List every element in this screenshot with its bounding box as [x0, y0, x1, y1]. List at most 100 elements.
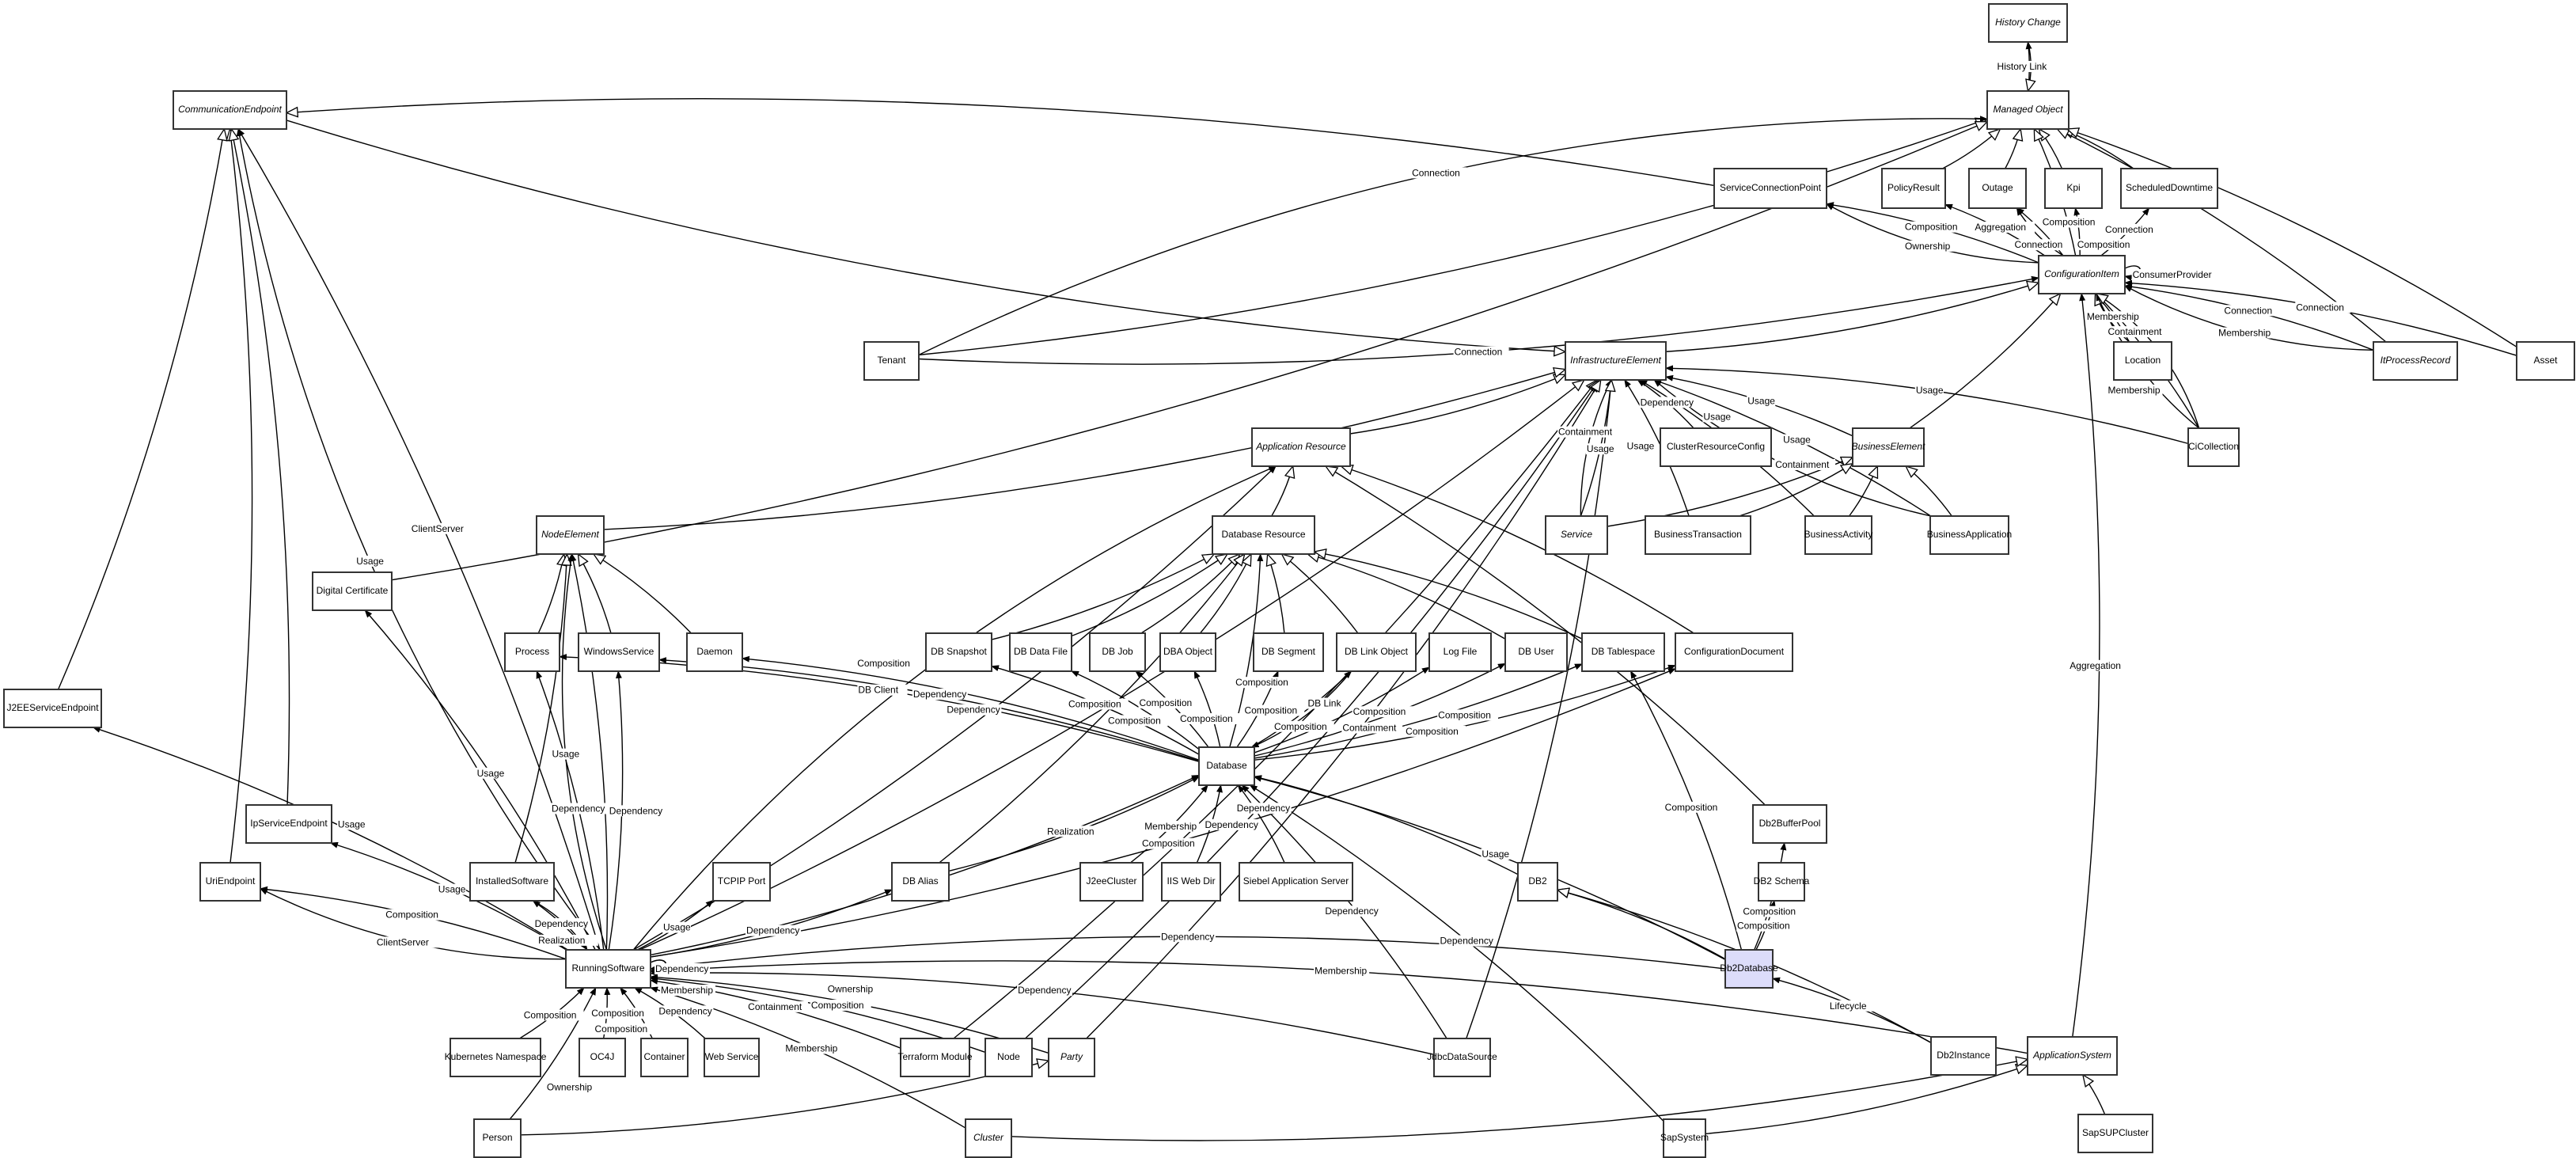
class-box[interactable] [1545, 515, 1608, 555]
class-node-installed-software[interactable]: InstalledSoftware [469, 862, 555, 902]
class-box[interactable] [1988, 3, 2068, 43]
class-node-db2-schema[interactable]: DB2 Schema [1754, 862, 1810, 902]
class-box[interactable] [891, 862, 950, 902]
class-box[interactable] [925, 632, 992, 672]
class-box[interactable] [199, 862, 261, 902]
class-box[interactable] [1929, 515, 2009, 555]
class-box[interactable] [1752, 804, 1827, 844]
class-node-business-transaction[interactable]: BusinessTransaction [1645, 515, 1751, 555]
class-box[interactable] [312, 571, 393, 611]
class-box[interactable] [2044, 168, 2103, 209]
class-node-outage[interactable]: Outage [1968, 168, 2027, 209]
class-box[interactable] [1198, 746, 1255, 786]
class-node-node[interactable]: Node [984, 1038, 1033, 1077]
class-node-kubernetes-namespace[interactable]: Kubernetes Namespace [445, 1038, 547, 1077]
class-box[interactable] [504, 632, 560, 672]
class-node-cluster[interactable]: Cluster [965, 1118, 1012, 1158]
class-box[interactable] [1565, 341, 1667, 381]
class-box[interactable] [1159, 632, 1216, 672]
class-box[interactable] [1251, 427, 1351, 467]
class-box[interactable] [965, 1118, 1012, 1158]
class-node-dbsnapshot[interactable]: DB Snapshot [925, 632, 992, 672]
class-box[interactable] [863, 341, 920, 381]
class-node-ip-service-endpoint[interactable]: IpServiceEndpoint [245, 804, 332, 844]
class-box[interactable] [2187, 427, 2240, 467]
class-node-sap-system[interactable]: SapSystem [1660, 1118, 1709, 1158]
class-box[interactable] [1724, 949, 1774, 989]
class-box[interactable] [3, 689, 102, 728]
class-node-db2[interactable]: DB2 [1517, 862, 1558, 902]
class-node-log-file[interactable]: Log File [1428, 632, 1492, 672]
class-node-digital-certificate[interactable]: Digital Certificate [312, 571, 393, 611]
class-box[interactable] [704, 1038, 760, 1077]
class-box[interactable] [1645, 515, 1751, 555]
class-box[interactable] [1581, 632, 1665, 672]
class-node-service[interactable]: Service [1545, 515, 1608, 555]
class-node-history-change[interactable]: History Change [1988, 3, 2068, 43]
class-node-application-resource[interactable]: Application Resource [1251, 427, 1351, 467]
class-node-infrastructure-element[interactable]: InfrastructureElement [1565, 341, 1667, 381]
class-node-dbjob[interactable]: DB Job [1089, 632, 1146, 672]
class-node-jdbc-data-source[interactable]: JdbcDataSource [1427, 1038, 1497, 1077]
class-node-tcpipport[interactable]: TCPIP Port [712, 862, 771, 902]
class-node-process[interactable]: Process [504, 632, 560, 672]
class-box[interactable] [473, 1118, 522, 1158]
class-box[interactable] [1663, 1118, 1706, 1158]
class-node-db2-instance[interactable]: Db2Instance [1930, 1036, 1997, 1076]
class-node-dbalias[interactable]: DB Alias [891, 862, 950, 902]
class-node-location[interactable]: Location [2113, 341, 2172, 381]
class-node-application-system[interactable]: ApplicationSystem [2027, 1036, 2118, 1076]
class-node-business-application[interactable]: BusinessApplication [1927, 515, 2012, 555]
class-box[interactable] [2120, 168, 2218, 209]
class-box[interactable] [578, 632, 660, 672]
class-box[interactable] [1852, 427, 1925, 467]
class-node-uri-endpoint[interactable]: UriEndpoint [199, 862, 261, 902]
class-box[interactable] [536, 515, 605, 555]
class-node-daemon[interactable]: Daemon [686, 632, 743, 672]
class-box[interactable] [2113, 341, 2172, 381]
class-node-j2ee-cluster[interactable]: J2eeCluster [1079, 862, 1144, 902]
class-box[interactable] [1336, 632, 1417, 672]
class-box[interactable] [1089, 632, 1146, 672]
class-box[interactable] [1968, 168, 2027, 209]
class-box[interactable] [1212, 515, 1315, 555]
class-box[interactable] [2373, 341, 2458, 381]
class-box[interactable] [1758, 862, 1805, 902]
class-box[interactable] [1433, 1038, 1491, 1077]
class-node-sap-supcluster[interactable]: SapSUPCluster [2077, 1114, 2153, 1153]
class-node-dblink-object[interactable]: DB Link Object [1336, 632, 1417, 672]
class-node-dbtablespace[interactable]: DB Tablespace [1581, 632, 1665, 672]
class-box[interactable] [1986, 90, 2070, 130]
class-node-managed-object[interactable]: Managed Object [1986, 90, 2070, 130]
class-node-configuration-document[interactable]: ConfigurationDocument [1675, 632, 1793, 672]
class-node-service-connection-point[interactable]: ServiceConnectionPoint [1713, 168, 1827, 209]
class-box[interactable] [1239, 862, 1353, 902]
class-node-windows-service[interactable]: WindowsService [578, 632, 660, 672]
class-node-oc4-j[interactable]: OC4J [579, 1038, 626, 1077]
class-box[interactable] [579, 1038, 626, 1077]
class-node-web-service[interactable]: Web Service [704, 1038, 760, 1077]
class-box[interactable] [1048, 1038, 1095, 1077]
class-node-dbsegment[interactable]: DB Segment [1253, 632, 1324, 672]
class-node-tenant[interactable]: Tenant [863, 341, 920, 381]
class-box[interactable] [1517, 862, 1558, 902]
class-box[interactable] [565, 949, 651, 989]
class-node-party[interactable]: Party [1048, 1038, 1095, 1077]
class-node-scheduled-downtime[interactable]: ScheduledDowntime [2120, 168, 2218, 209]
class-node-terraform-module[interactable]: Terraform Module [897, 1038, 973, 1077]
class-box[interactable] [2027, 1036, 2118, 1076]
class-box[interactable] [1713, 168, 1827, 209]
class-box[interactable] [712, 862, 771, 902]
class-box[interactable] [984, 1038, 1033, 1077]
class-box[interactable] [2516, 341, 2575, 381]
class-node-communication-endpoint[interactable]: CommunicationEndpoint [173, 90, 287, 130]
class-node-database-resource[interactable]: Database Resource [1212, 515, 1315, 555]
class-node-configuration-item[interactable]: ConfigurationItem [2038, 255, 2126, 294]
class-box[interactable] [2077, 1114, 2153, 1153]
class-box[interactable] [1660, 427, 1772, 467]
class-node-dbuser[interactable]: DB User [1504, 632, 1568, 672]
class-node-dbaobject[interactable]: DBA Object [1159, 632, 1216, 672]
class-node-dbdata-file[interactable]: DB Data File [1009, 632, 1072, 672]
class-box[interactable] [1079, 862, 1144, 902]
class-box[interactable] [245, 804, 332, 844]
